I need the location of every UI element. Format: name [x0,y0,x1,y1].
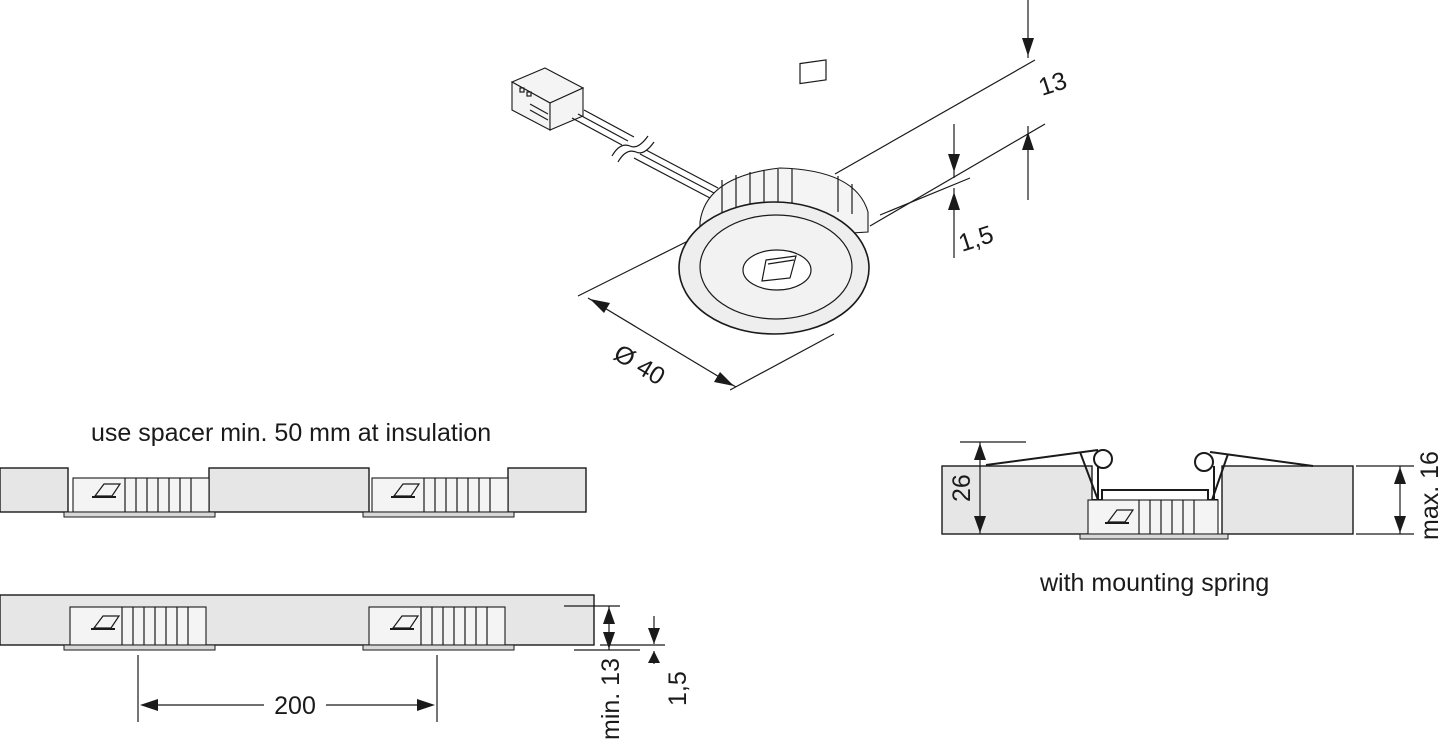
label-200: 200 [274,692,316,720]
connector-plug [510,67,585,131]
recessed-installation-view: 200 min. 13 1,5 [0,594,692,740]
luminaire-spring-mount [1079,499,1229,540]
luminaire-recessed-1 [63,606,216,651]
dimension-min-13: min. 13 [564,605,640,740]
note-spacer: use spacer min. 50 mm at insulation [91,419,491,447]
label-max-16: max. 16 [1416,451,1444,540]
cable [571,109,719,199]
luminaire-section-1 [63,477,216,518]
dimension-26: 26 [948,441,1026,534]
mounting-spring-view: 26 max. 16 [941,441,1444,540]
dimension-1-5-bottom: 1,5 [600,616,692,706]
label-min-13: min. 13 [597,658,625,740]
label-diameter-40: Ø 40 [609,339,670,391]
insulation-installation-view [0,467,587,518]
dimension-1-5-top: 1,5 [948,124,997,258]
luminaire-recessed-2 [362,606,515,651]
label-1-5-bottom: 1,5 [664,671,692,706]
dimension-13-top: 13 [1022,0,1070,200]
luminaire-section-2 [362,477,515,518]
bezel-ring [678,201,870,335]
label-13-top: 13 [1035,66,1070,101]
dimension-max-16: max. 16 [1356,451,1444,540]
dimension-200: 200 [137,655,438,722]
label-1-5-top: 1,5 [955,220,997,257]
note-mounting-spring: with mounting spring [1039,569,1269,597]
label-26: 26 [948,474,976,502]
luminaire-isometric-view [510,59,1046,391]
